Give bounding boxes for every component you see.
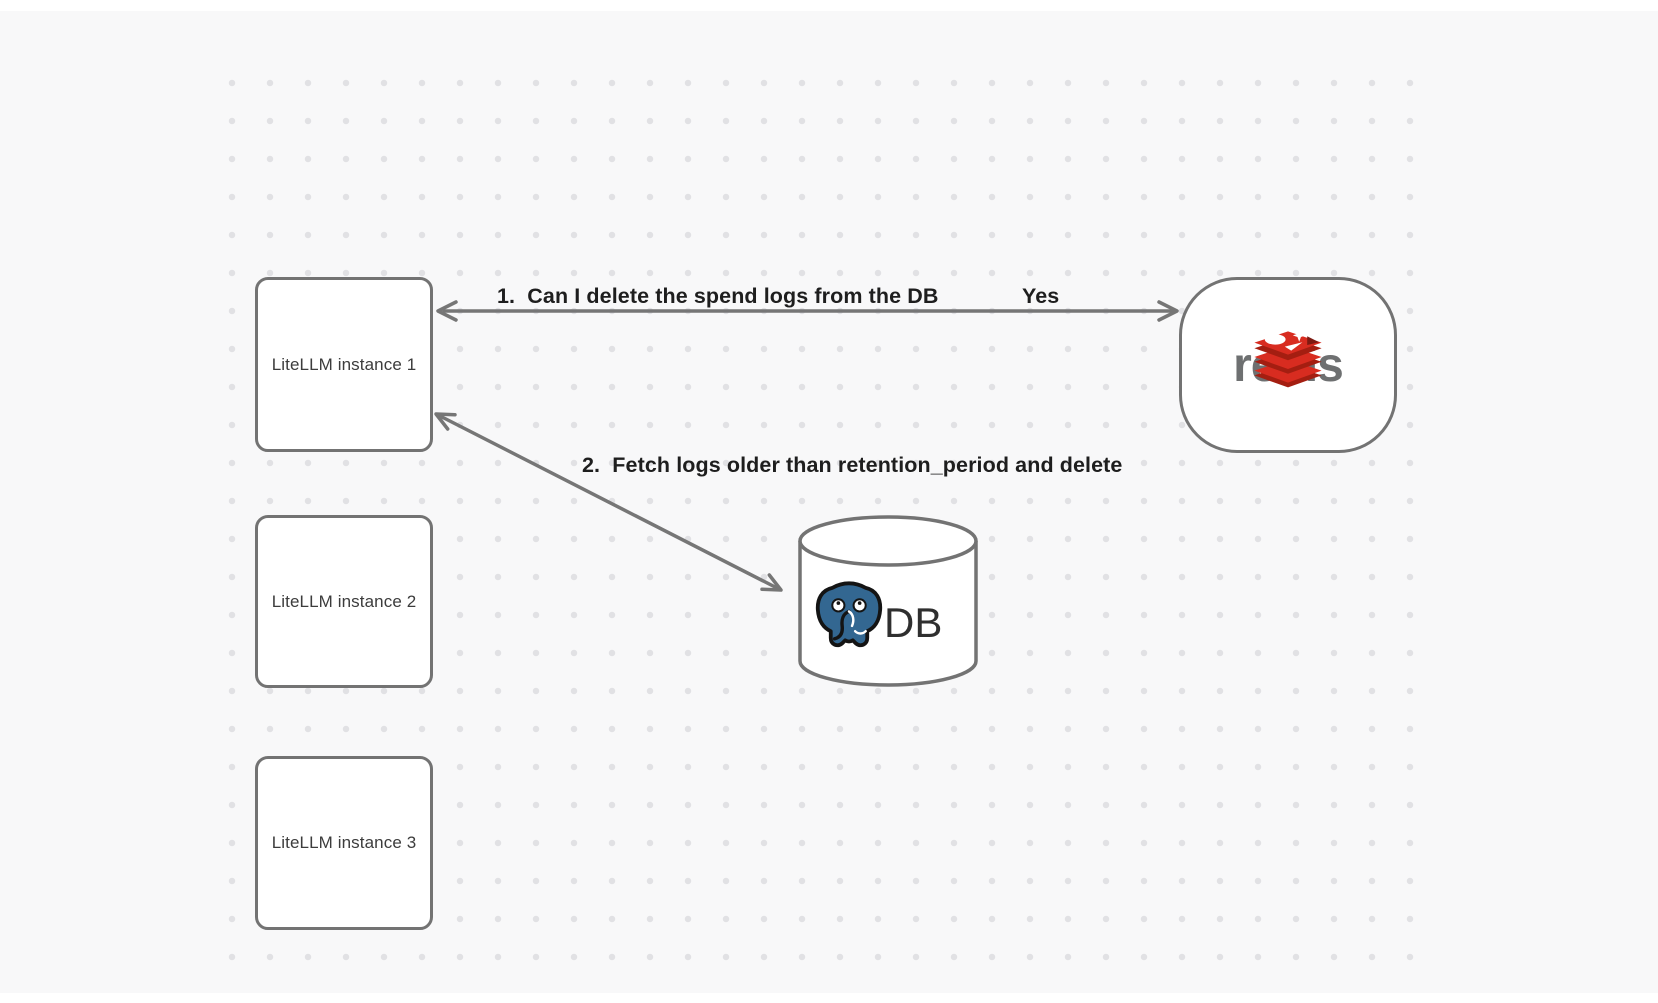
redis-triangle-dark — [1307, 336, 1320, 345]
arrow-fetch-logs — [434, 412, 783, 592]
arrow2-label: 2. Fetch logs older than retention_perio… — [582, 453, 1123, 477]
redis-logo-icon — [1254, 329, 1322, 388]
node-label: LiteLLM instance 3 — [271, 833, 417, 852]
arrow1-label: 1. Can I delete the spend logs from the … — [497, 284, 939, 308]
node-litellm-instance-2: LiteLLM instance 2 — [255, 515, 433, 688]
node-database-cylinder — [798, 515, 978, 687]
arrowhead-downright-icon — [760, 573, 783, 592]
node-label: LiteLLM instance 2 — [271, 591, 417, 611]
node-litellm-instance-3: LiteLLM instance 3 — [255, 756, 433, 930]
postgresql-elephant-icon — [815, 581, 883, 648]
redis-triangle-white — [1284, 342, 1303, 351]
arrow1-response-label: Yes — [1022, 284, 1060, 308]
node-redis: redis — [1179, 277, 1397, 453]
bottom-edge-strip — [0, 993, 1658, 1003]
arrowhead-left-icon — [436, 300, 458, 322]
database-label: DB — [884, 599, 943, 646]
top-edge-strip — [0, 0, 1658, 11]
node-label: LiteLLM instance 1 — [271, 354, 417, 374]
arrowhead-upleft-icon — [434, 412, 457, 431]
node-litellm-instance-1: LiteLLM instance 1 — [255, 277, 433, 452]
arrow-can-i-delete — [436, 300, 1179, 322]
redis-star-shape — [1292, 329, 1306, 342]
arrowhead-right-icon — [1157, 300, 1179, 322]
